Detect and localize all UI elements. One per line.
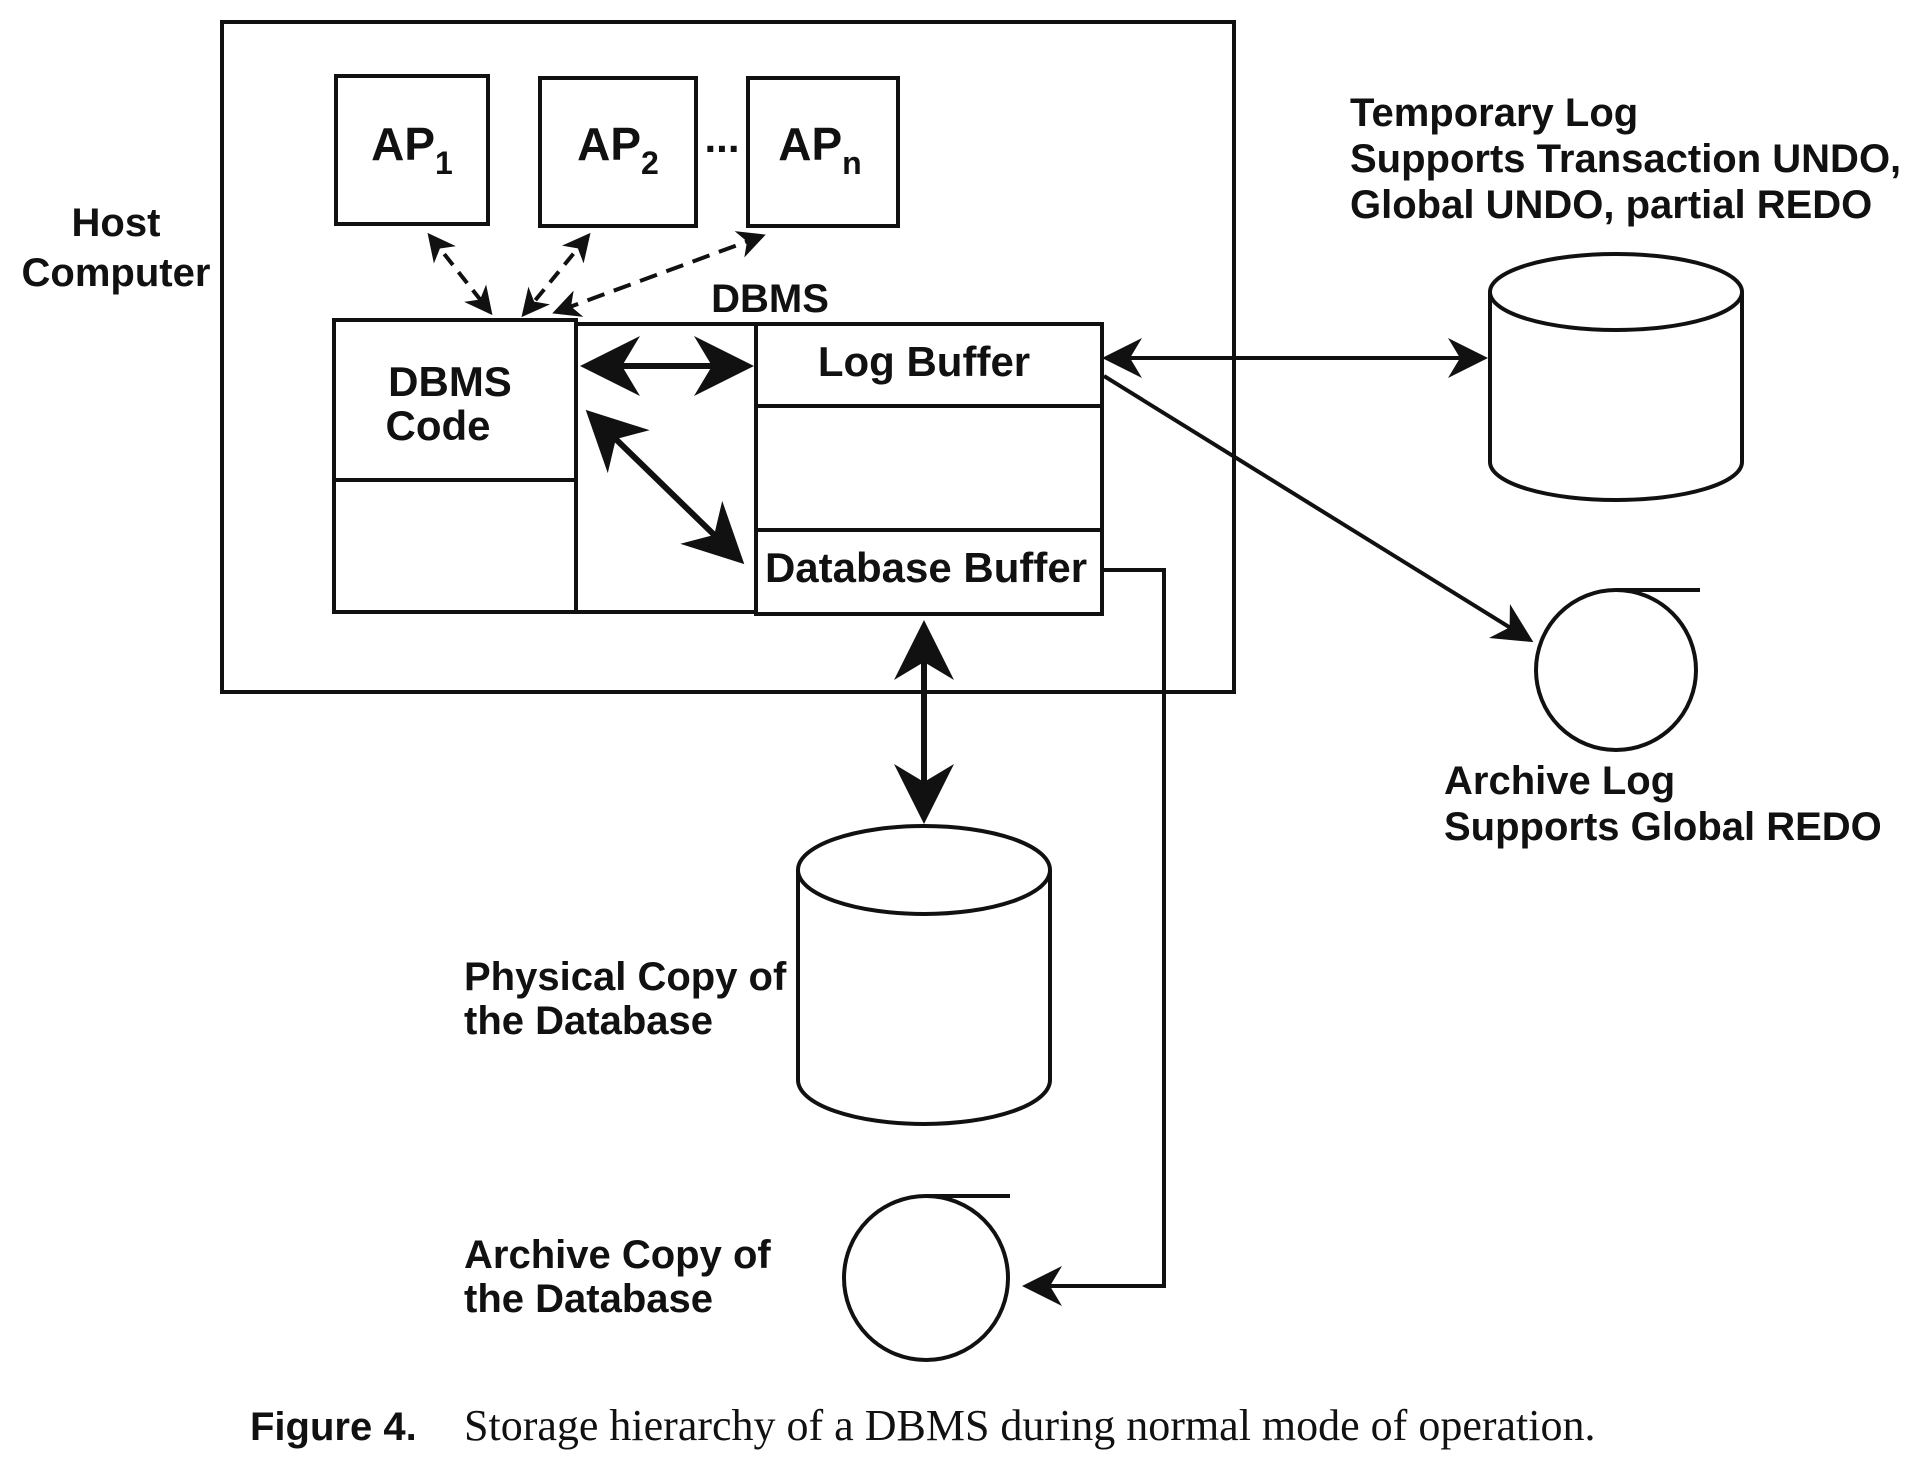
ap-box-1: AP1: [334, 74, 490, 226]
ap2-dbms-dashed-arrow: [521, 232, 591, 318]
database-buffer-label: Database Buffer: [765, 544, 1087, 591]
temporary-log-line1: Temporary Log: [1350, 91, 1638, 135]
log-buffer-label: Log Buffer: [818, 338, 1030, 385]
archive-copy-tape-icon: [842, 1194, 1010, 1362]
archive-log-line2: Supports Global REDO: [1444, 805, 1882, 849]
ap-box-n: APn: [746, 76, 900, 228]
archive-copy-line1: Archive Copy of: [464, 1233, 771, 1277]
physical-copy-line1: Physical Copy of: [464, 955, 787, 999]
figure-caption-number: Figure 4.: [250, 1405, 417, 1449]
host-label-line2: Computer: [22, 251, 211, 295]
ap-n-subscript: n: [842, 145, 862, 181]
log-buffer-archive-log-arrow: [1102, 374, 1534, 643]
temporary-log-line3: Global UNDO, partial REDO: [1350, 183, 1872, 227]
ap-n-label: AP: [778, 118, 842, 170]
ap1-dbms-dashed-arrow: [427, 232, 493, 316]
dbms-code-label-line1: DBMS: [388, 358, 512, 405]
ap-box-2: AP2: [538, 76, 698, 228]
ap-1-label: AP: [371, 118, 435, 170]
svg-text:APn: APn: [778, 118, 861, 181]
svg-text:AP1: AP1: [371, 118, 453, 181]
archive-log-line1: Archive Log: [1444, 759, 1675, 803]
ap-ellipsis: ...: [704, 114, 739, 161]
ap-1-subscript: 1: [435, 145, 453, 181]
physical-copy-disk-icon: [796, 824, 1052, 1126]
figure-caption-text: Storage hierarchy of a DBMS during norma…: [464, 1401, 1596, 1450]
ap-2-subscript: 2: [641, 145, 659, 181]
temporary-log-line2: Supports Transaction UNDO,: [1350, 137, 1901, 181]
code-database-buffer-arrow: [585, 409, 745, 565]
ap-2-label: AP: [577, 118, 641, 170]
dbms-label: DBMS: [711, 277, 829, 321]
database-buffer-archive-copy-arrow: [1022, 568, 1166, 1306]
buffer-column: [754, 322, 1104, 616]
archive-log-tape-icon: [1534, 588, 1700, 752]
physical-copy-line2: the Database: [464, 999, 713, 1043]
host-label-line1: Host: [72, 201, 161, 245]
temporary-log-disk-icon: [1488, 252, 1744, 502]
apn-dbms-dashed-arrow: [552, 231, 766, 317]
svg-text:AP2: AP2: [577, 118, 659, 181]
archive-copy-line2: the Database: [464, 1277, 713, 1321]
dbms-code-label-line2: Code: [386, 402, 491, 449]
